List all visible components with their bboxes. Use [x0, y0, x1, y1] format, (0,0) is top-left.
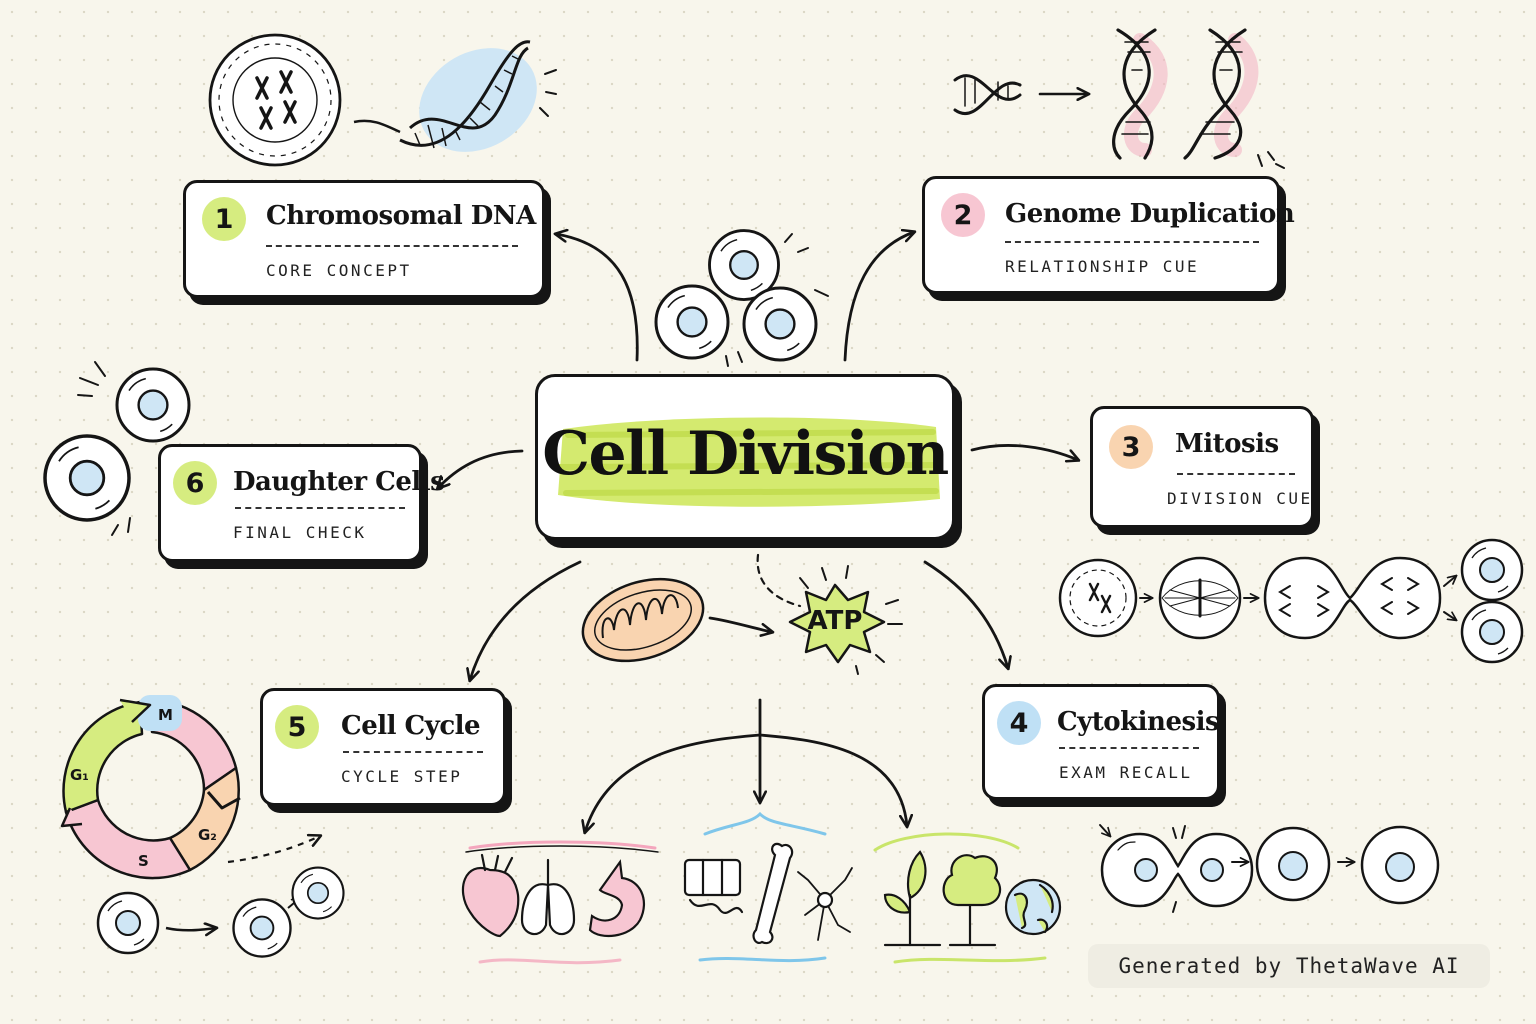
node-cytokinesis[interactable]: 4 Cytokinesis EXAM RECALL: [982, 684, 1220, 800]
node-divider: [343, 751, 483, 753]
tissues-icon: [683, 811, 853, 963]
node-subtitle: DIVISION CUE: [1167, 489, 1313, 508]
dna-helix-icon: [399, 40, 557, 152]
node-number-badge: 6: [173, 461, 217, 505]
phase-g1-label: G₁: [70, 766, 89, 784]
dna-replication-icon: [953, 28, 1285, 169]
mitochondrion-icon: [581, 577, 705, 663]
node-number-badge: 1: [202, 197, 246, 241]
arrow-to-mitosis: [970, 444, 1078, 460]
atp-burst-icon: [788, 565, 903, 675]
node-title: Genome Duplication: [1005, 199, 1295, 229]
center-node[interactable]: Cell Division: [535, 374, 955, 540]
node-genome-duplication[interactable]: 2 Genome Duplication RELATIONSHIP CUE: [922, 176, 1295, 294]
arrow-to-organs: [585, 733, 762, 832]
node-subtitle: EXAM RECALL: [1059, 763, 1193, 782]
organs-icon: [461, 840, 659, 965]
center-highlight: [557, 417, 943, 507]
arrow-to-chromosomal-dna: [556, 234, 639, 362]
node-divider: [1177, 473, 1295, 475]
node-divider: [1059, 747, 1199, 749]
node-number-badge: 3: [1109, 425, 1153, 469]
node-title: Cell Cycle: [341, 711, 481, 741]
cell-cluster-icon: [654, 229, 829, 367]
node-cell-cycle[interactable]: 5 Cell Cycle CYCLE STEP: [260, 688, 506, 806]
node-title: Daughter Cells: [233, 467, 445, 497]
node-subtitle: FINAL CHECK: [233, 523, 367, 542]
node-title: Chromosomal DNA: [266, 201, 536, 231]
node-subtitle: CYCLE STEP: [341, 767, 463, 786]
daughter-cells-icon: [43, 361, 191, 536]
node-number-badge: 2: [941, 193, 985, 237]
arrow-to-cell-cycle: [470, 560, 582, 680]
node-chromosomal-dna[interactable]: 1 Chromosomal DNA CORE CONCEPT: [183, 180, 545, 298]
arrow-to-cytokinesis: [923, 560, 1008, 668]
node-number-badge: 5: [275, 705, 319, 749]
footer-credit: Generated by ThetaWave AI: [1088, 944, 1490, 988]
node-divider: [266, 245, 518, 247]
arrow-to-genome-duplication: [843, 232, 914, 362]
phase-s-label: S: [138, 852, 149, 870]
node-divider: [1005, 241, 1259, 243]
organisms-icon: [873, 832, 1062, 964]
phase-m-label: M: [158, 706, 173, 724]
node-title: Mitosis: [1175, 429, 1279, 459]
cytokinesis-stages-icon: [1099, 824, 1440, 913]
phase-g2-label: G₂: [198, 826, 217, 844]
arrow-to-daughter-cells: [438, 449, 524, 488]
node-subtitle: RELATIONSHIP CUE: [1005, 257, 1200, 276]
center-title: Cell Division: [542, 419, 949, 489]
node-number-badge: 4: [997, 701, 1041, 745]
node-mitosis[interactable]: 3 Mitosis DIVISION CUE: [1090, 406, 1314, 528]
arrow-to-organisms: [758, 733, 907, 826]
node-daughter-cells[interactable]: 6 Daughter Cells FINAL CHECK: [158, 444, 445, 562]
node-title: Cytokinesis: [1057, 707, 1220, 737]
connectors: [438, 232, 1078, 832]
atp-dashed-link: [756, 553, 802, 608]
atp-label: ATP: [807, 606, 863, 636]
mitosis-stages-icon: [1058, 556, 1456, 640]
node-divider: [235, 507, 405, 509]
node-subtitle: CORE CONCEPT: [266, 261, 412, 280]
nucleus-chromosomes-icon: [208, 33, 342, 167]
cell-cycle-wheel-icon: [60, 695, 320, 880]
arrow-mito-to-atp: [708, 616, 772, 632]
